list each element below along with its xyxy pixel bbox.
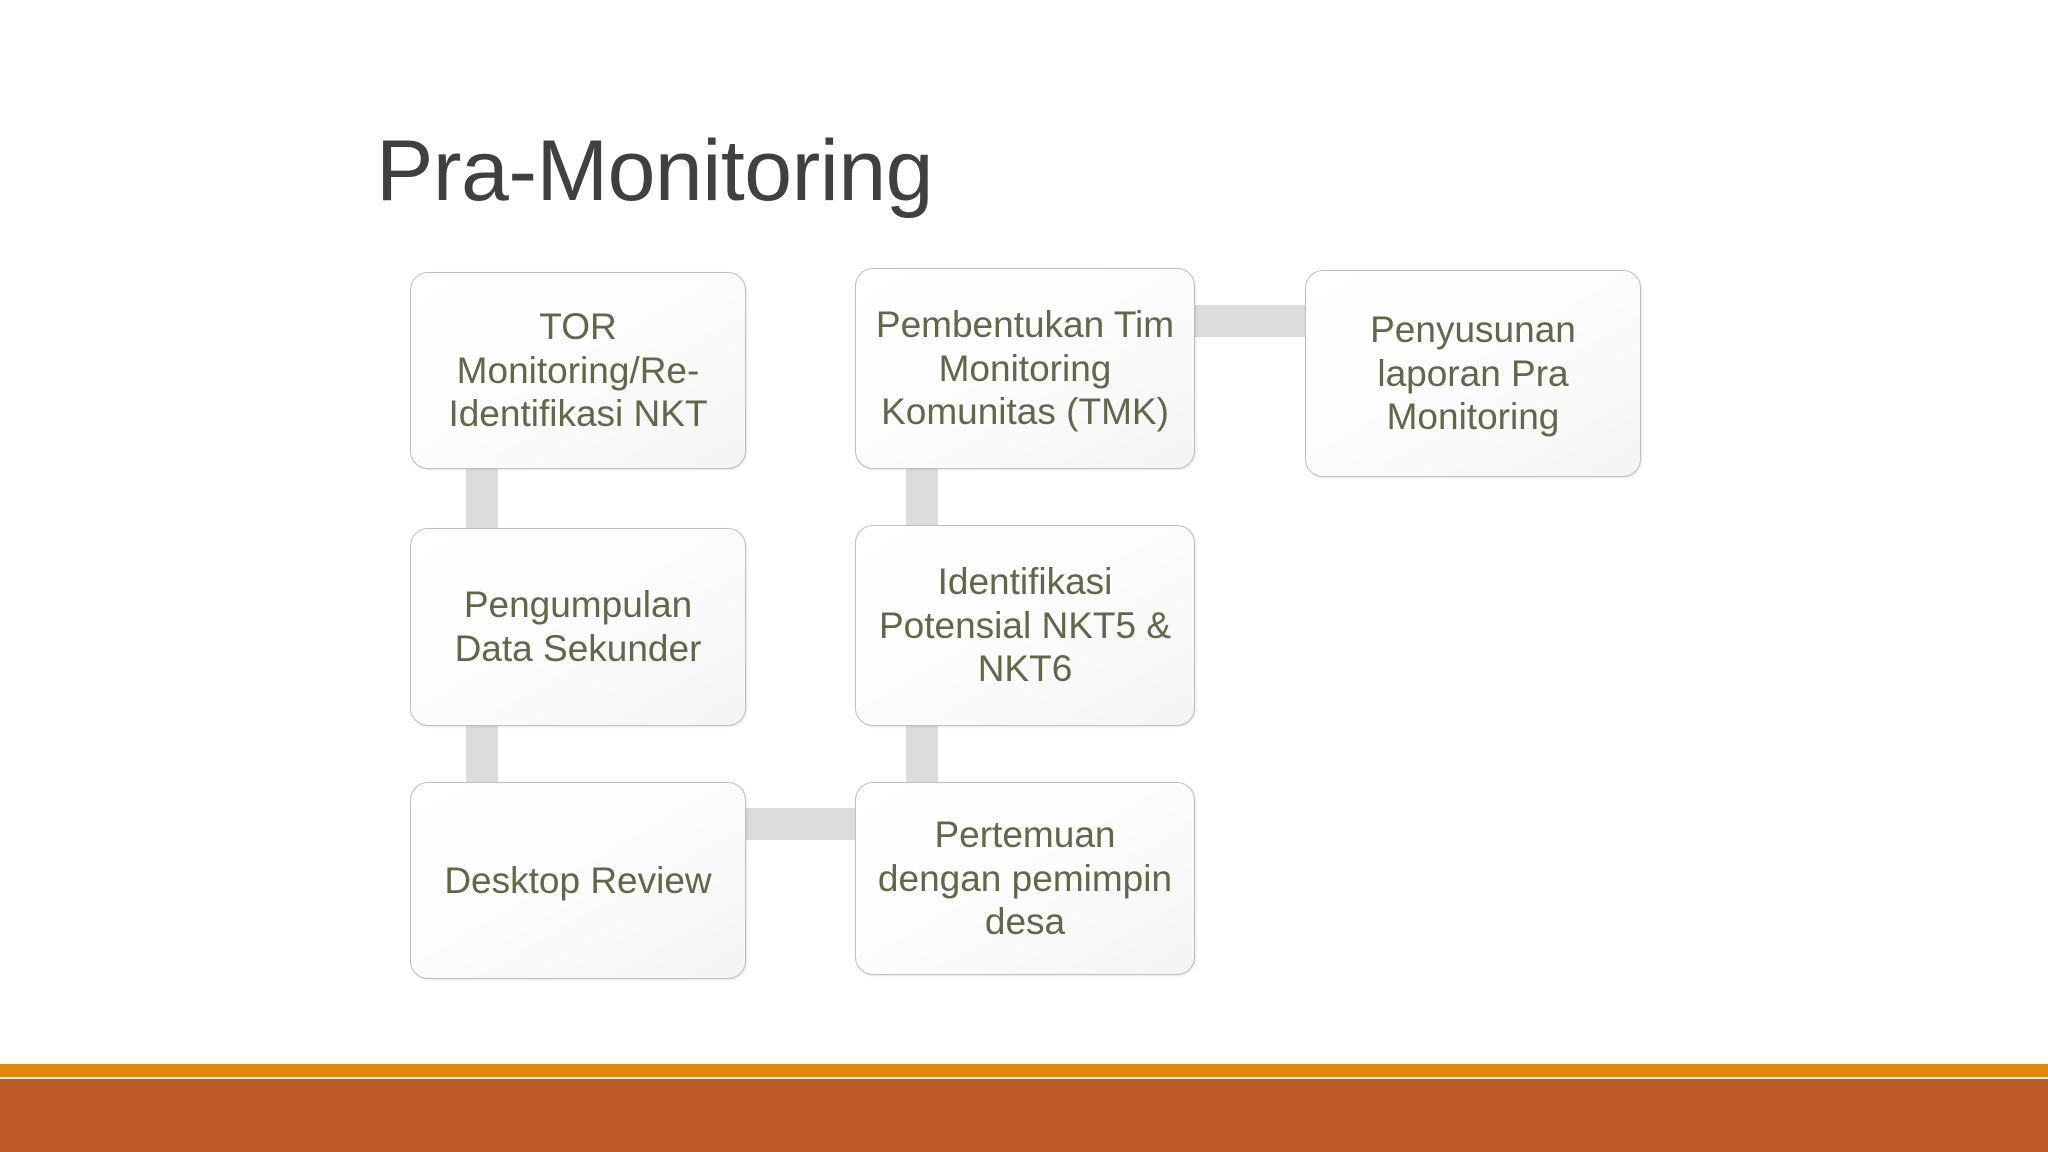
node-tor[interactable]: TOR Monitoring/Re- Identifikasi NKT: [410, 272, 746, 469]
node-desktop[interactable]: Desktop Review: [410, 782, 746, 979]
node-nkt56[interactable]: Identifikasi Potensial NKT5 & NKT6: [855, 525, 1195, 726]
node-tmk-label: Pembentukan Tim Monitoring Komunitas (TM…: [875, 304, 1175, 433]
node-tor-label: TOR Monitoring/Re- Identifikasi NKT: [448, 306, 708, 435]
connector-tmk-to-laporan: [1190, 305, 1318, 337]
process-flow-diagram: TOR Monitoring/Re- Identifikasi NKT Pemb…: [410, 268, 1641, 979]
page-title: Pra-Monitoring: [376, 123, 934, 219]
footer-main-bar: [0, 1079, 2048, 1152]
node-pertemuan[interactable]: Pertemuan dengan pemimpin desa: [855, 782, 1195, 975]
node-laporan[interactable]: Penyusunan laporan Pra Monitoring: [1305, 270, 1641, 477]
node-sekunder-label: Pengumpulan Data Sekunder: [454, 584, 702, 669]
node-laporan-label: Penyusunan laporan Pra Monitoring: [1370, 309, 1576, 438]
node-tmk[interactable]: Pembentukan Tim Monitoring Komunitas (TM…: [855, 268, 1195, 469]
node-nkt56-label: Identifikasi Potensial NKT5 & NKT6: [878, 561, 1172, 690]
node-sekunder[interactable]: Pengumpulan Data Sekunder: [410, 528, 746, 726]
node-desktop-label: Desktop Review: [444, 859, 712, 901]
footer-accent-bar: [0, 1064, 2048, 1077]
node-pertemuan-label: Pertemuan dengan pemimpin desa: [877, 814, 1173, 943]
connector-desktop-to-pertemuan: [740, 808, 870, 840]
